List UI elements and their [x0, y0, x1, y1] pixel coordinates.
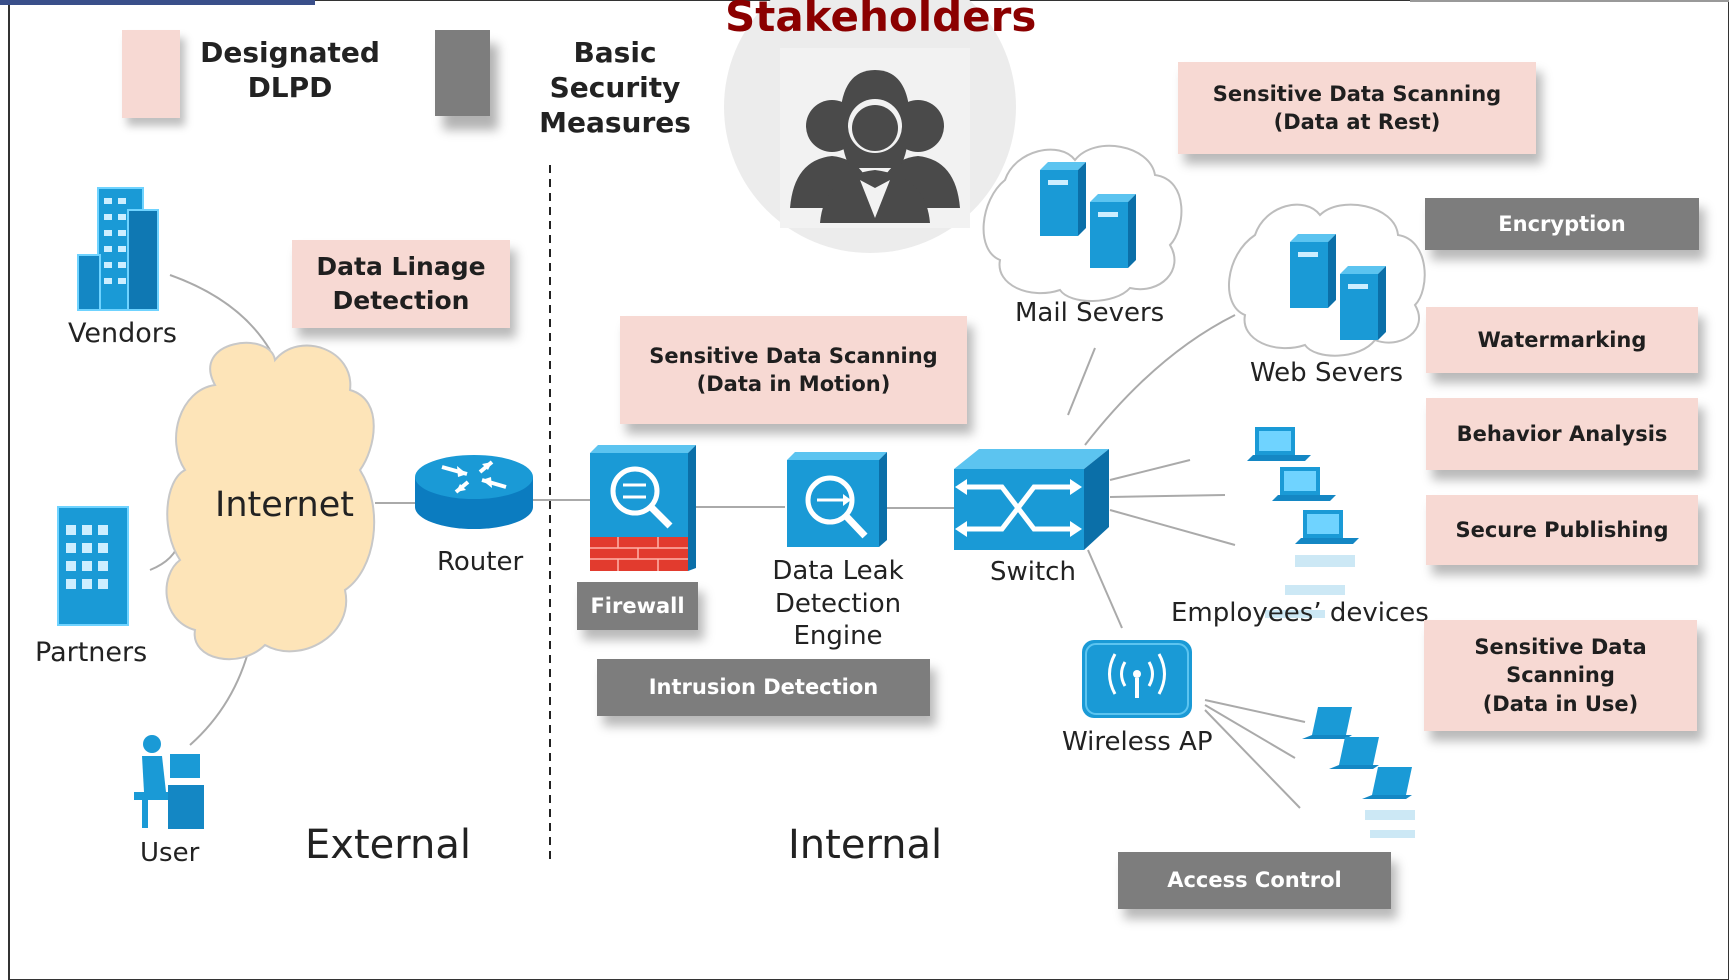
dlpd-scan-data-in-use: Sensitive Data Scanning (Data in Use)	[1424, 620, 1697, 731]
user-label: User	[140, 838, 200, 868]
basic-encryption: Encryption	[1425, 198, 1699, 250]
detection-engine-label: Data Leak Detection Engine	[772, 556, 904, 651]
employee-laptops-icon	[1300, 705, 1440, 860]
legend-swatch-dlpd	[122, 30, 180, 118]
wireless-ap-label: Wireless AP	[1062, 727, 1213, 757]
dlpd-scan-data-in-motion: Sensitive Data Scanning (Data in Motion)	[620, 316, 967, 424]
firewall-icon	[588, 443, 698, 578]
switch-label: Switch	[990, 557, 1076, 587]
mail-servers-icon	[1040, 160, 1140, 275]
partners-label: Partners	[35, 637, 148, 668]
employees-devices-label: Employees’ devices	[1171, 598, 1429, 628]
zone-external-label: External	[305, 822, 471, 868]
basic-intrusion-detection: Intrusion Detection	[597, 659, 930, 716]
dlpd-scan-data-at-rest: Sensitive Data Scanning (Data at Rest)	[1178, 62, 1536, 154]
detection-engine-icon	[785, 450, 890, 555]
vendors-label: Vendors	[68, 318, 177, 349]
switch-icon	[952, 447, 1112, 557]
dlpd-behavior-analysis: Behavior Analysis	[1426, 398, 1698, 470]
employee-desktops-icon	[1245, 425, 1365, 680]
mail-servers-label: Mail Severs	[1015, 298, 1165, 328]
dlpd-secure-publishing: Secure Publishing	[1426, 495, 1698, 565]
web-servers-label: Web Severs	[1250, 358, 1404, 388]
dlpd-watermarking: Watermarking	[1426, 307, 1698, 373]
internet-label: Internet	[215, 485, 354, 525]
legend-label-basic: Basic Security Measures	[539, 36, 691, 139]
legend-label-dlpd: Designated DLPD	[200, 36, 380, 104]
web-servers-icon	[1290, 232, 1390, 347]
legend-swatch-basic	[435, 30, 490, 116]
stakeholders-icon	[780, 48, 970, 228]
basic-access-control: Access Control	[1118, 852, 1391, 909]
vendors-building-icon	[70, 180, 170, 320]
partners-building-icon	[50, 495, 140, 635]
dlpd-data-lineage-detection: Data Linage Detection	[292, 240, 510, 328]
router-icon	[412, 452, 537, 547]
user-workstation-icon	[130, 730, 205, 840]
page-title: Stakeholders	[725, 0, 1037, 41]
router-label: Router	[437, 547, 524, 577]
basic-firewall: Firewall	[577, 582, 698, 630]
zone-internal-label: Internal	[788, 822, 943, 868]
wireless-ap-icon	[1080, 638, 1195, 725]
